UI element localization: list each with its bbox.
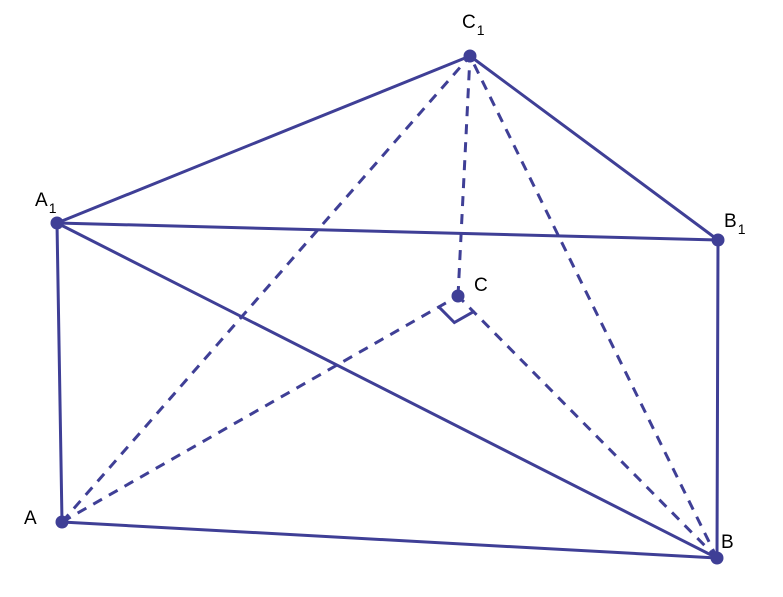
vertex-label-a: A (24, 508, 37, 529)
edge-a-c (61, 294, 459, 524)
edge-b-c (456, 294, 719, 560)
vertex-c1 (463, 49, 477, 63)
vertex-letter: C (462, 12, 476, 33)
marks-group (437, 305, 475, 325)
edge-a1-c1 (55, 54, 472, 225)
vertex-label-c: C (474, 275, 488, 296)
vertex-subscript: 1 (738, 221, 746, 237)
edge-a-c1 (60, 55, 472, 523)
vertex-label-c1: C1 (462, 12, 485, 38)
edge-a1-b (55, 221, 719, 560)
vertex-subscript: 1 (477, 22, 485, 38)
vertex-subscript: 1 (49, 200, 57, 216)
vertex-label-a1: A1 (35, 190, 57, 216)
edge-b-b1 (715, 238, 720, 560)
edge-c-c1 (456, 55, 472, 297)
edge-b-c1 (468, 55, 719, 559)
vertex-c (451, 289, 465, 303)
edges-group (55, 54, 720, 560)
vertex-label-b1: B1 (724, 211, 746, 237)
vertex-a (55, 515, 69, 529)
vertices-group (50, 49, 725, 565)
vertex-letter: B (724, 211, 737, 232)
edge-a1-b1 (55, 221, 720, 242)
edge-b1-c1 (468, 54, 720, 242)
vertex-a1 (50, 216, 64, 230)
right-angle-marker (437, 305, 475, 325)
vertex-letter: A (35, 190, 48, 211)
vertex-letter: A (24, 508, 37, 529)
vertex-b (710, 551, 724, 565)
vertex-letter: B (721, 532, 734, 553)
edge-a-b (60, 520, 719, 560)
vertex-b1 (711, 233, 725, 247)
edge-a-a1 (55, 221, 64, 524)
vertex-letter: C (474, 275, 488, 296)
vertex-label-b: B (721, 532, 734, 553)
